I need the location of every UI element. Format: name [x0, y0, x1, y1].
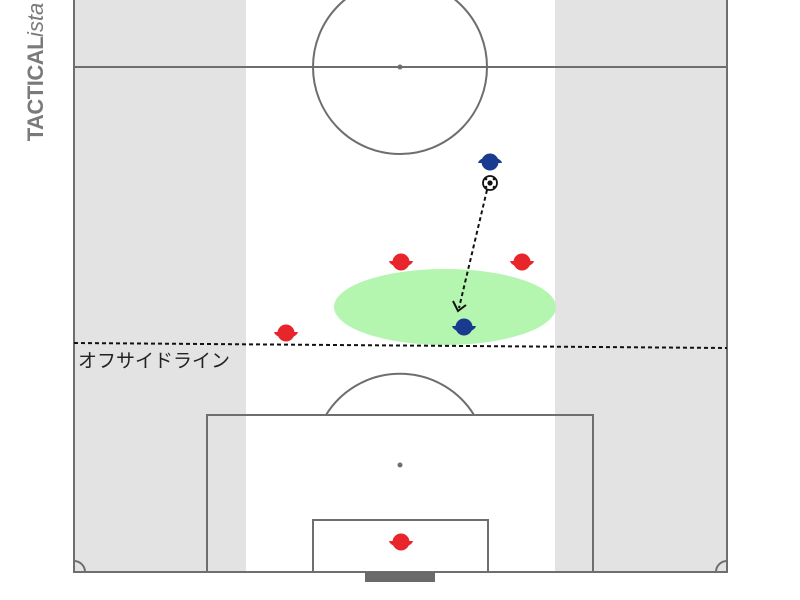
brand-part1: TACTICAL	[23, 36, 48, 142]
defender-player-icon	[274, 324, 298, 342]
centre-spot	[397, 64, 403, 70]
goalkeeper-player-icon	[389, 533, 413, 551]
offside-line-label: オフサイドライン	[78, 350, 231, 372]
brand-logo: TACTICALista	[23, 3, 49, 142]
penalty-spot	[397, 462, 403, 468]
brand-part2: ista	[23, 2, 48, 37]
defender-player-icon	[389, 253, 413, 271]
offside-line	[73, 342, 728, 349]
attacker-player-icon	[478, 153, 502, 171]
pitch-stripe-left	[74, 0, 246, 572]
pitch-stripe-right	[555, 0, 727, 572]
penalty-arc	[325, 372, 475, 416]
attacker-player-icon	[452, 318, 476, 336]
ball-icon	[482, 175, 498, 191]
defender-player-icon	[510, 253, 534, 271]
pass-arrow	[452, 189, 488, 313]
goal	[365, 572, 435, 582]
centre-circle	[312, 0, 488, 155]
corner-arc-right	[715, 560, 728, 573]
space-zone	[334, 269, 556, 345]
corner-arc-left	[73, 560, 86, 573]
